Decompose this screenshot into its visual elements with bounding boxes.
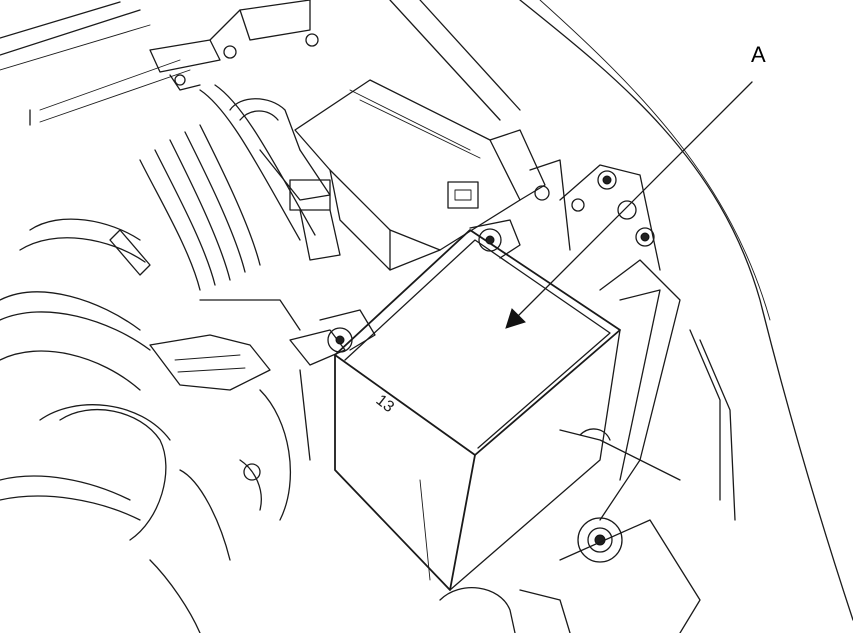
upper-brackets [149,0,319,91]
air-intake-ribs [139,84,316,291]
fuse-box [294,79,546,271]
upper-left-body-panel [0,1,191,126]
air-duct [0,218,171,541]
battery-tray [439,159,736,633]
callout-leader-arrow [505,81,753,329]
battery-marking: 13 [373,392,398,416]
intake-hose [229,98,341,261]
battery: 13 [319,219,621,591]
right-fender-edge [389,0,853,621]
wiring-harness [149,299,346,633]
callout-label-a: A [751,42,766,67]
